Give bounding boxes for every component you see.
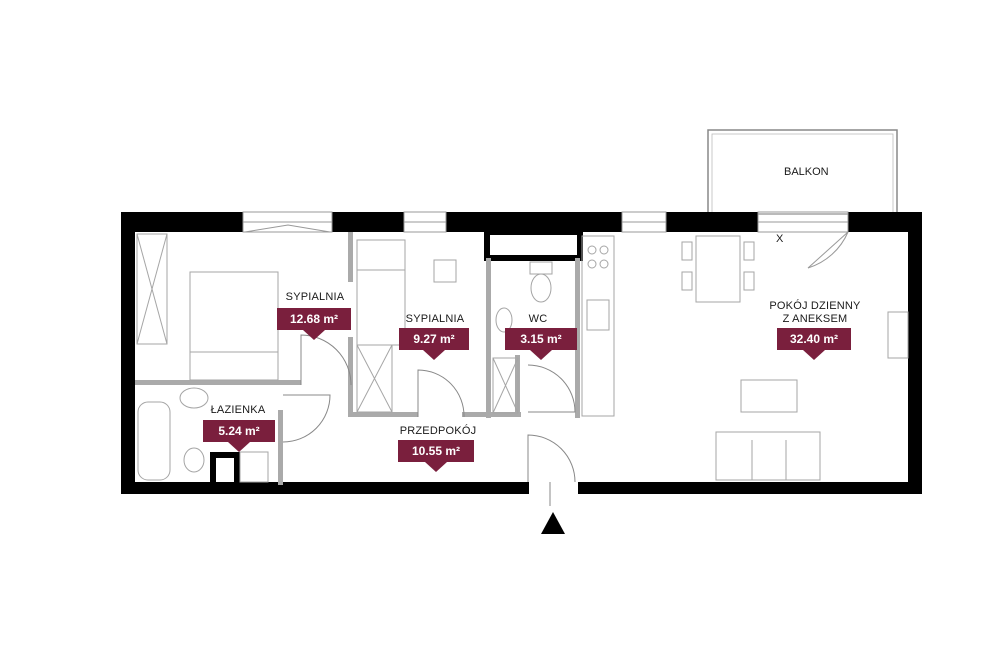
area-tag-bedroom-1: 12.68 m²: [277, 308, 351, 340]
doors: [282, 334, 576, 506]
room-name-hallway: PRZEDPOKÓJ: [399, 425, 477, 437]
room-name-bathroom: ŁAZIENKA: [210, 404, 266, 416]
balcony-label: BALKON: [784, 166, 829, 178]
area-tag-living-room: 32.40 m²: [777, 328, 851, 360]
room-name-bedroom-1: SYPIALNIA: [285, 291, 345, 303]
balcony: [707, 129, 898, 215]
furniture: [136, 233, 909, 483]
windows: [242, 211, 849, 269]
area-tag-bedroom-2: 9.27 m²: [399, 328, 469, 360]
area-tag-bathroom: 5.24 m²: [203, 420, 275, 452]
area-tag-hallway: 10.55 m²: [398, 440, 474, 472]
area-tag-wc: 3.15 m²: [505, 328, 577, 360]
balcony-door-mark: X: [776, 233, 784, 245]
entrance-arrow: [541, 512, 565, 534]
outer-walls: [121, 212, 922, 494]
room-name-living-room: POKÓJ DZIENNY Z ANEKSEM: [769, 300, 861, 325]
room-name-bedroom-2: SYPIALNIA: [405, 313, 465, 325]
room-name-wc: WC: [528, 313, 548, 325]
